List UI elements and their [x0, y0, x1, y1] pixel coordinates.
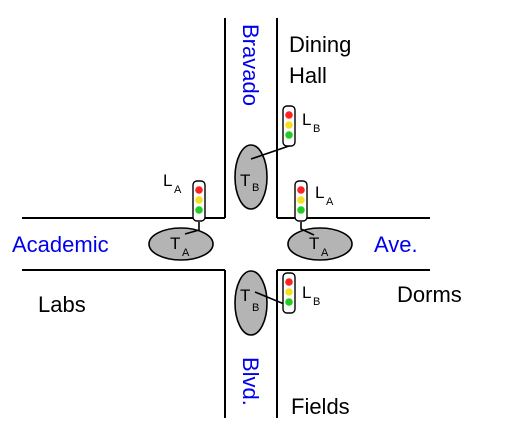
traffic-light-west: L A: [163, 171, 206, 222]
sensor-south-label: T: [240, 286, 250, 305]
street-label-ave: Ave.: [374, 232, 418, 257]
street-label-academic: Academic: [12, 232, 109, 257]
sensor-west-label: T: [170, 234, 180, 253]
sensor-south: T B: [234, 270, 268, 336]
place-dorms: Dorms: [397, 282, 462, 307]
roads: [22, 18, 430, 418]
sensor-north-subscript: B: [252, 182, 259, 194]
light-green-icon: [195, 206, 203, 214]
light-east-label: L: [315, 183, 324, 202]
place-dining-line1: Dining: [289, 32, 351, 57]
light-south-label: L: [302, 283, 311, 302]
sensor-south-subscript: B: [252, 302, 259, 314]
wire-east: [300, 222, 315, 236]
light-yellow-icon: [285, 288, 293, 296]
light-green-icon: [297, 206, 305, 214]
traffic-light-north: L B: [282, 105, 320, 147]
light-west-label: L: [163, 171, 172, 190]
light-green-icon: [285, 298, 293, 306]
sensor-east: T A: [287, 227, 353, 261]
light-red-icon: [195, 186, 203, 194]
sensor-west: T A: [148, 227, 214, 261]
place-fields: Fields: [291, 394, 350, 419]
wire-west: [184, 222, 200, 235]
place-dining-line2: Hall: [289, 63, 327, 88]
wire-north: [250, 145, 290, 160]
light-north-label: L: [302, 110, 311, 129]
light-yellow-icon: [297, 196, 305, 204]
sensor-north-label: T: [240, 171, 250, 190]
light-south-subscript: B: [313, 296, 320, 308]
street-label-bravado: Bravado: [238, 24, 263, 106]
sensor-west-subscript: A: [182, 247, 190, 259]
place-labs: Labs: [38, 292, 86, 317]
light-red-icon: [285, 111, 293, 119]
traffic-light-east: L A: [294, 180, 334, 222]
sensor-east-subscript: A: [321, 247, 329, 259]
sensor-east-label: T: [309, 234, 319, 253]
sensor-north: T B: [234, 144, 268, 210]
light-red-icon: [297, 186, 305, 194]
light-yellow-icon: [285, 121, 293, 129]
light-north-subscript: B: [313, 123, 320, 135]
light-west-subscript: A: [174, 184, 182, 196]
traffic-light-south: L B: [282, 272, 320, 314]
light-yellow-icon: [195, 196, 203, 204]
light-red-icon: [285, 278, 293, 286]
street-label-blvd: Blvd.: [238, 357, 263, 406]
light-east-subscript: A: [326, 196, 334, 208]
light-green-icon: [285, 131, 293, 139]
